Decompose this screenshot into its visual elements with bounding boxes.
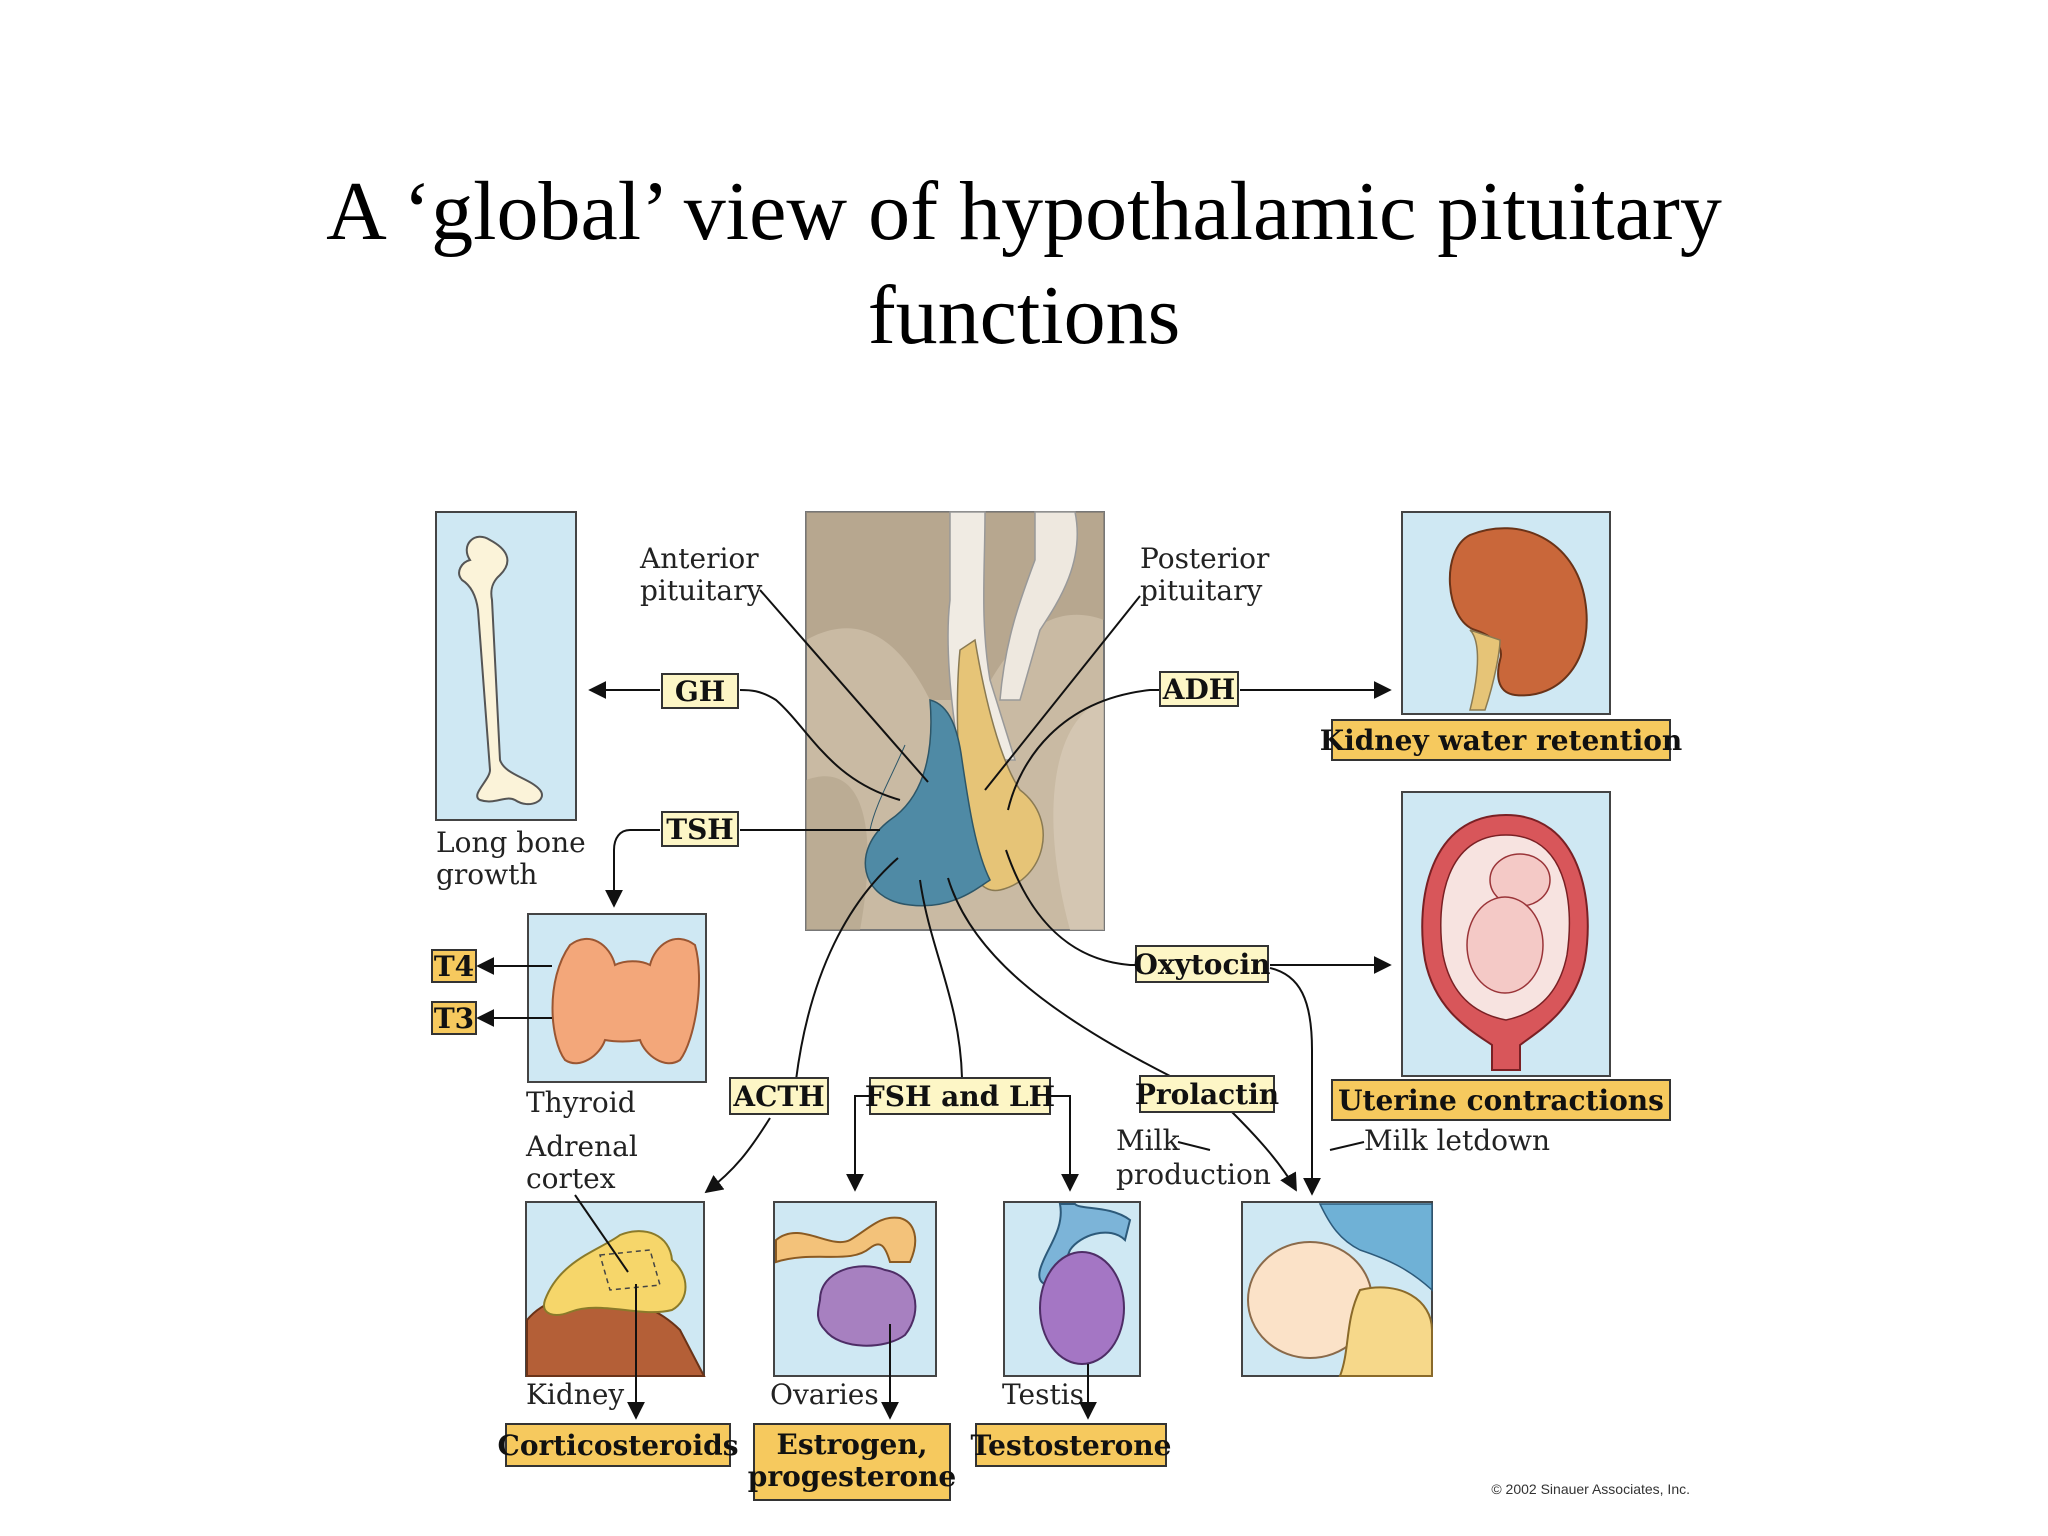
adrenal-panel — [525, 1201, 706, 1377]
t3-label: T3 — [434, 1002, 474, 1035]
kidney-water-retention-label: Kidney water retention — [1320, 724, 1683, 757]
copyright-notice: © 2002 Sinauer Associates, Inc. — [1491, 1481, 1690, 1497]
hormone-box-t4: T4 — [431, 949, 477, 983]
thyroid-panel — [527, 913, 707, 1083]
testis-panel — [1003, 1201, 1141, 1377]
title-line-1: A ‘global’ view of hypothalamic pituitar… — [326, 165, 1722, 258]
hormone-box-prolactin: Prolactin — [1135, 1075, 1279, 1113]
oxytocin-label: Oxytocin — [1133, 948, 1270, 981]
ovaries-panel — [773, 1201, 937, 1377]
milk-letdown-label: Milk letdown — [1364, 1124, 1550, 1157]
tsh-label: TSH — [666, 813, 734, 846]
hormone-box-fsh-lh: FSH and LH — [865, 1077, 1055, 1115]
kidney-label: Kidney — [526, 1378, 624, 1411]
long-bone-growth-label-2: growth — [436, 858, 537, 891]
effect-box-uterine-contractions: Uterine contractions — [1331, 1079, 1671, 1121]
hormone-box-acth: ACTH — [729, 1077, 829, 1115]
effect-box-estrogen-progesterone: Estrogen, progesterone — [748, 1423, 957, 1501]
hormone-box-t3: T3 — [431, 1001, 477, 1035]
milk-production-label-2: production — [1116, 1158, 1271, 1191]
hormone-pathways — [476, 681, 1392, 1420]
milk-production-label-1: Milk — [1116, 1124, 1181, 1157]
hormone-box-tsh: TSH — [661, 811, 739, 847]
anterior-pituitary-label-2: pituitary — [640, 574, 762, 607]
hormone-box-adh: ADH — [1159, 671, 1239, 707]
lobe-pointer-lines — [759, 589, 1141, 791]
hormone-box-oxytocin: Oxytocin — [1133, 945, 1271, 983]
breastfeeding-panel — [1241, 1201, 1433, 1377]
kidney-panel — [1401, 511, 1611, 715]
title-line-2: functions — [867, 269, 1181, 362]
effect-box-kidney-water-retention: Kidney water retention — [1320, 719, 1683, 761]
long-bone-growth-label-1: Long bone — [436, 826, 586, 859]
uterine-contractions-label: Uterine contractions — [1338, 1084, 1664, 1117]
posterior-pituitary-label-2: pituitary — [1140, 574, 1262, 607]
adrenal-cortex-label-2: cortex — [526, 1162, 616, 1195]
effect-box-testosterone: Testosterone — [971, 1423, 1172, 1467]
testis-label: Testis — [1002, 1378, 1084, 1411]
prolactin-label: Prolactin — [1135, 1078, 1279, 1111]
thyroid-label: Thyroid — [526, 1086, 636, 1119]
slide-title: A ‘global’ view of hypothalamic pituitar… — [0, 160, 2048, 368]
adrenal-cortex-label-1: Adrenal — [525, 1130, 638, 1163]
anterior-pituitary-label-1: Anterior — [639, 542, 759, 575]
acth-label: ACTH — [732, 1080, 824, 1113]
corticosteroids-label: Corticosteroids — [498, 1429, 739, 1462]
long-bone-panel — [435, 511, 577, 821]
progesterone-label: progesterone — [748, 1460, 957, 1493]
gh-label: GH — [675, 675, 725, 708]
effect-box-corticosteroids: Corticosteroids — [498, 1423, 739, 1467]
ovaries-label: Ovaries — [770, 1378, 879, 1411]
hormone-box-gh: GH — [661, 673, 739, 709]
estrogen-label: Estrogen, — [777, 1428, 928, 1461]
fsh-lh-label: FSH and LH — [865, 1080, 1055, 1113]
uterus-panel — [1401, 791, 1611, 1077]
t4-label: T4 — [434, 950, 474, 983]
testosterone-label: Testosterone — [971, 1429, 1172, 1462]
pituitary-illustration — [805, 511, 1105, 931]
posterior-pituitary-label-1: Posterior — [1140, 542, 1270, 575]
adh-label: ADH — [1162, 673, 1235, 706]
